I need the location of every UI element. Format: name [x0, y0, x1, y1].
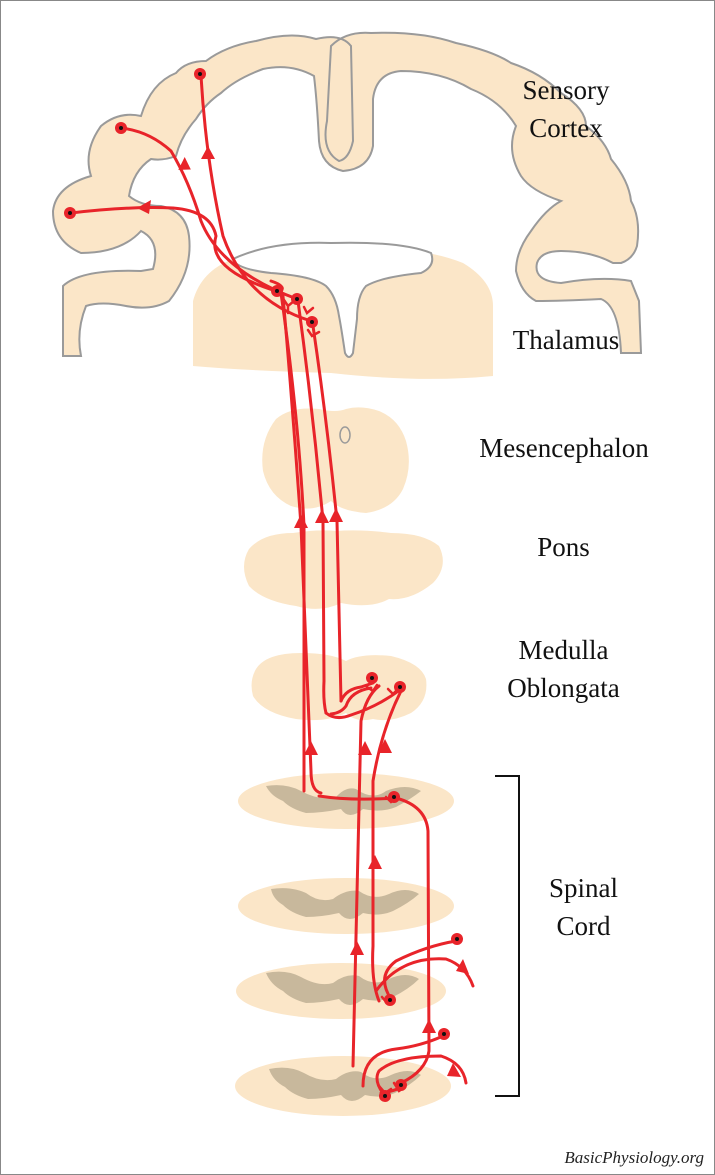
soma-thalamus-1: [271, 285, 283, 297]
soma-spinal-4: [438, 1028, 450, 1040]
terminal-thalamus-2: [302, 305, 315, 315]
ascending-tract-4: [311, 324, 343, 703]
thalamocortical-fiber-3: [199, 74, 313, 323]
arrow-spinal-8: [447, 1063, 461, 1077]
pons-shape: [244, 530, 443, 609]
soma-spinal-6: [379, 1090, 391, 1102]
soma-spinal-2: [384, 994, 396, 1006]
neuron-cell-bodies: [64, 68, 463, 1102]
arrow-spinal-4: [368, 855, 382, 869]
spinal-fiber-2: [383, 939, 458, 1001]
ascending-tract-2: [281, 294, 323, 795]
thalamocortical-fiber-2: [119, 126, 299, 301]
thalamus-shape: [193, 241, 493, 379]
label-sensory-cortex: Sensory Cortex: [496, 71, 636, 147]
spinal-section-4: [235, 1056, 451, 1116]
arrow-pons-1: [294, 514, 308, 528]
soma-spinal-5: [395, 1079, 407, 1091]
medulla-fiber-3: [324, 687, 403, 720]
arrow-cortex-3: [201, 146, 215, 159]
soma-medulla-1: [366, 672, 378, 684]
arrow-cortex-1: [137, 200, 151, 214]
arrow-pons-3: [329, 508, 343, 522]
label-medulla-line1: Medulla: [518, 635, 609, 665]
label-medulla-line2: Oblongata: [507, 673, 620, 703]
arrow-spinal-1: [304, 741, 318, 755]
soma-spinal-3: [451, 933, 463, 945]
arrow-spinal-5: [350, 941, 364, 955]
ascending-tract-6: [339, 681, 375, 703]
arrow-spinal-7: [456, 959, 469, 974]
spinal-fiber-3: [374, 957, 475, 993]
soma-cortex-2: [115, 122, 127, 134]
spinal-fiber-5: [375, 1054, 468, 1098]
label-spinal-cord: Spinal Cord: [526, 869, 641, 945]
pathway-fibers: [69, 74, 475, 1098]
sensory-cortex-shape: [51, 31, 643, 357]
ascending-tract-5: [329, 686, 373, 716]
soma-spinal-1: [388, 791, 400, 803]
spinal-cord-bracket: [495, 775, 520, 1097]
arrow-spinal-2: [358, 741, 372, 755]
terminal-thalamus-3: [306, 328, 321, 338]
ascending-tract-3: [296, 299, 328, 715]
label-spinal-line1: Spinal: [548, 873, 618, 903]
medulla-shape: [251, 653, 427, 721]
arrow-cortex-2: [178, 156, 191, 170]
arrow-spinal-6: [422, 1019, 436, 1033]
soma-thalamus-2: [291, 293, 303, 305]
arrow-pons-2: [315, 509, 329, 523]
label-spinal-line2: Cord: [556, 911, 611, 941]
terminal-thalamus-1: [282, 298, 296, 315]
spinal-fiber-4: [361, 1034, 445, 1088]
site-credit: BasicPhysiology.org: [564, 1148, 704, 1167]
label-thalamus: Thalamus: [512, 325, 620, 355]
label-sensory-cortex-line1: Sensory: [522, 75, 610, 105]
spinal-section-1: [238, 773, 454, 829]
label-sensory-cortex-line2: Cortex: [529, 113, 603, 143]
label-mesencephalon: Mesencephalon: [479, 433, 649, 463]
direction-arrows: [137, 146, 469, 1077]
soma-cortex-1: [194, 68, 206, 80]
label-pons: Pons: [537, 532, 590, 562]
spinal-section-3: [236, 963, 446, 1019]
medulla-fiber-1: [351, 684, 381, 1068]
label-medulla-oblongata: Medulla Oblongata: [486, 631, 641, 707]
arrow-spinal-3: [378, 739, 392, 753]
terminal-medulla-1: [365, 683, 379, 693]
medulla-fiber-2: [371, 689, 403, 1003]
soma-medulla-2: [394, 681, 406, 693]
soma-thalamus-3: [306, 316, 318, 328]
spinal-fiber-1: [317, 794, 431, 1085]
spinal-section-2: [238, 878, 454, 934]
soma-cortex-3: [64, 207, 76, 219]
